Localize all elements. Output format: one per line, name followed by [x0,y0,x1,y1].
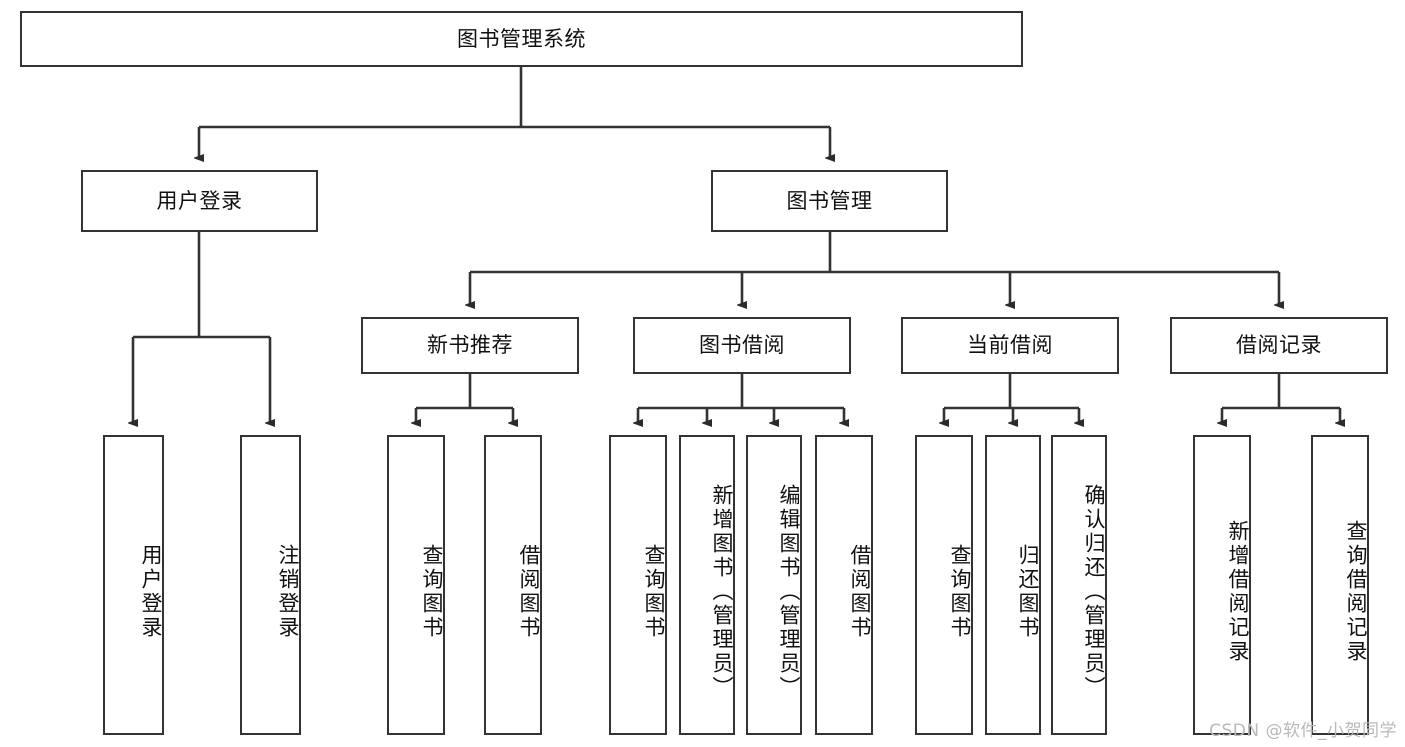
leaf-query-books-current[interactable]: 查询图书 [915,435,973,735]
node-new-book-recommend[interactable]: 新书推荐 [361,317,579,374]
leaf-borrow-books-recommend-label: 借阅图书 [517,544,541,640]
leaf-return-books-label: 归还图书 [1016,544,1040,640]
watermark-text: CSDN @软件_小贺同学 [1209,721,1397,741]
leaf-add-borrow-record[interactable]: 新增借阅记录 [1193,435,1251,735]
node-book-borrow[interactable]: 图书借阅 [633,317,851,374]
leaf-add-borrow-record-label: 新增借阅记录 [1226,520,1250,664]
leaf-edit-book-admin-label: 编辑图书（管理员） [777,484,801,700]
leaf-borrow-books-borrow-label: 借阅图书 [848,544,872,640]
node-current-borrow-label: 当前借阅 [967,333,1053,358]
leaf-user-login-label: 用户登录 [139,544,163,640]
node-book-management-label: 图书管理 [786,188,873,213]
leaf-query-borrow-record[interactable]: 查询借阅记录 [1311,435,1369,735]
leaf-logout-login[interactable]: 注销登录 [240,435,301,735]
leaf-edit-book-admin[interactable]: 编辑图书（管理员） [746,435,802,735]
leaf-return-books[interactable]: 归还图书 [985,435,1041,735]
leaf-borrow-books-borrow[interactable]: 借阅图书 [815,435,873,735]
leaf-query-books-borrow-label: 查询图书 [642,544,666,640]
leaf-confirm-return-admin-label: 确认归还（管理员） [1082,484,1106,700]
leaf-borrow-books-recommend[interactable]: 借阅图书 [484,435,542,735]
leaf-query-books-recommend[interactable]: 查询图书 [387,435,445,735]
node-user-login[interactable]: 用户登录 [81,170,318,232]
leaf-query-books-recommend-label: 查询图书 [420,544,444,640]
leaf-user-login[interactable]: 用户登录 [103,435,164,735]
node-book-management[interactable]: 图书管理 [711,170,948,232]
node-new-book-recommend-label: 新书推荐 [427,333,513,358]
node-borrow-record-label: 借阅记录 [1236,333,1322,358]
node-book-borrow-label: 图书借阅 [699,333,785,358]
node-borrow-record[interactable]: 借阅记录 [1170,317,1388,374]
leaf-query-books-current-label: 查询图书 [948,544,972,640]
leaf-query-borrow-record-label: 查询借阅记录 [1344,520,1368,664]
node-current-borrow[interactable]: 当前借阅 [901,317,1119,374]
node-user-login-label: 用户登录 [156,188,243,213]
leaf-confirm-return-admin[interactable]: 确认归还（管理员） [1051,435,1107,735]
leaf-query-books-borrow[interactable]: 查询图书 [609,435,667,735]
leaf-logout-login-label: 注销登录 [276,544,300,640]
leaf-add-book-admin[interactable]: 新增图书（管理员） [679,435,735,735]
leaf-add-book-admin-label: 新增图书（管理员） [710,484,734,700]
node-root[interactable]: 图书管理系统 [20,11,1023,67]
node-root-label: 图书管理系统 [457,26,586,51]
